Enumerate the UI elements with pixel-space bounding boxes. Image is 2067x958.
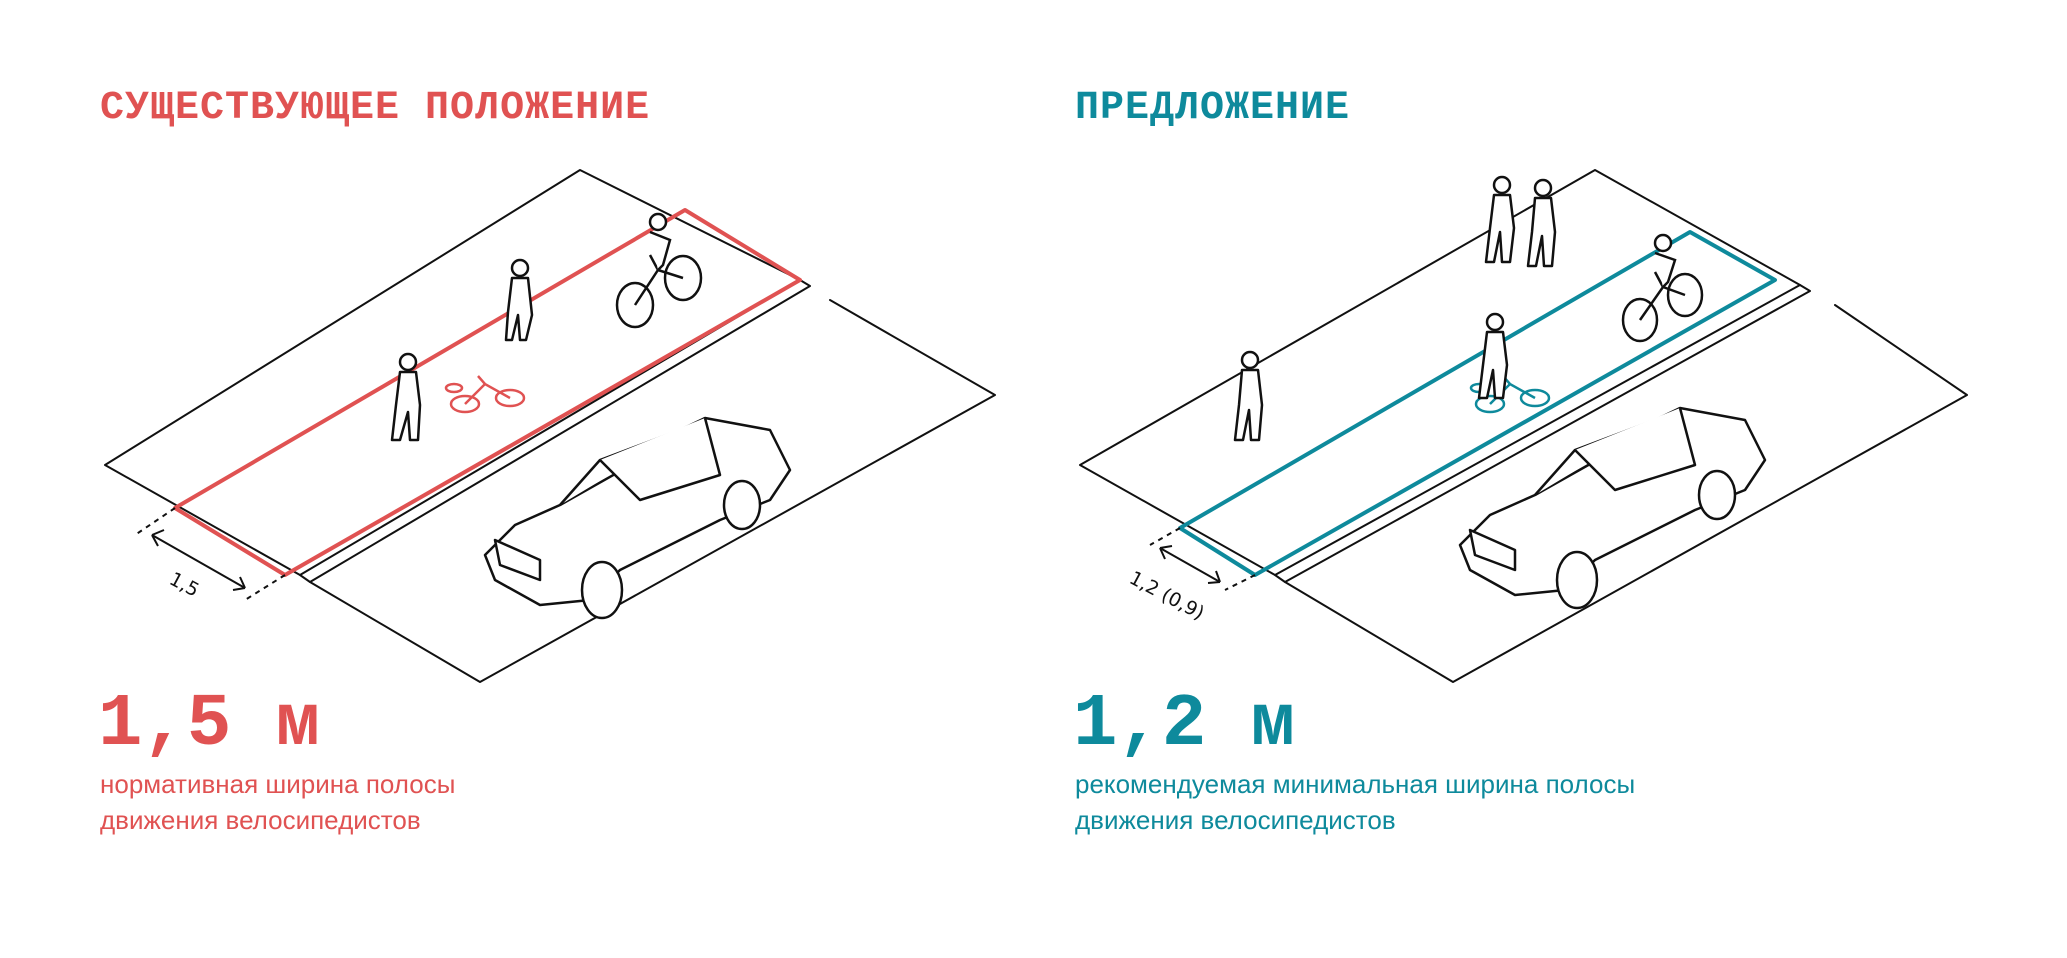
bike-lane-marking-icon [444, 375, 526, 414]
caption-line: движения велосипедистов [1075, 805, 1396, 835]
caption-line: нормативная ширина полосы [100, 769, 456, 799]
width-dimension-label: 1,5 [166, 568, 203, 602]
width-dimension [1149, 527, 1256, 591]
width-dimension-label: 1,2 (0,9) [1126, 567, 1208, 625]
roadway-outline [1284, 304, 1968, 683]
caption-line: движения велосипедистов [100, 805, 421, 835]
heading-proposed: ПРЕДЛОЖЕНИЕ [1075, 86, 1351, 131]
car-icon [1458, 406, 1767, 610]
car-icon [483, 416, 792, 620]
street-diagram-proposed: 1,2 (0,9) [1079, 169, 1968, 683]
pedestrian-icon [1233, 175, 1557, 442]
pedestrian-icon [390, 258, 534, 442]
caption-existing: нормативная ширина полосы движения велос… [100, 766, 455, 838]
cyclist-icon [1621, 233, 1704, 343]
cyclist-icon [615, 212, 703, 329]
panel-existing: 1,5 СУЩЕСТВУЮЩЕЕ ПОЛОЖЕНИЕ 1,5 м [0, 0, 1000, 958]
panel-proposed: 1,2 (0,9) ПРЕДЛОЖЕНИЕ 1,2 [975, 0, 1975, 958]
caption-line: рекомендуемая минимальная ширина полосы [1075, 769, 1636, 799]
lane-width-existing: 1,5 м [98, 683, 321, 767]
bike-lane [1178, 230, 1777, 577]
curb-line [299, 279, 811, 583]
heading-existing: СУЩЕСТВУЮЩЕЕ ПОЛОЖЕНИЕ [100, 86, 651, 131]
street-diagram-existing: 1,5 [104, 169, 996, 683]
caption-proposed: рекомендуемая минимальная ширина полосы … [1075, 766, 1635, 838]
lane-width-proposed: 1,2 м [1073, 683, 1296, 767]
width-dimension [134, 507, 286, 601]
sidewalk-outline [1079, 169, 1801, 576]
curb-line [1274, 284, 1811, 583]
roadway-outline [309, 299, 996, 683]
